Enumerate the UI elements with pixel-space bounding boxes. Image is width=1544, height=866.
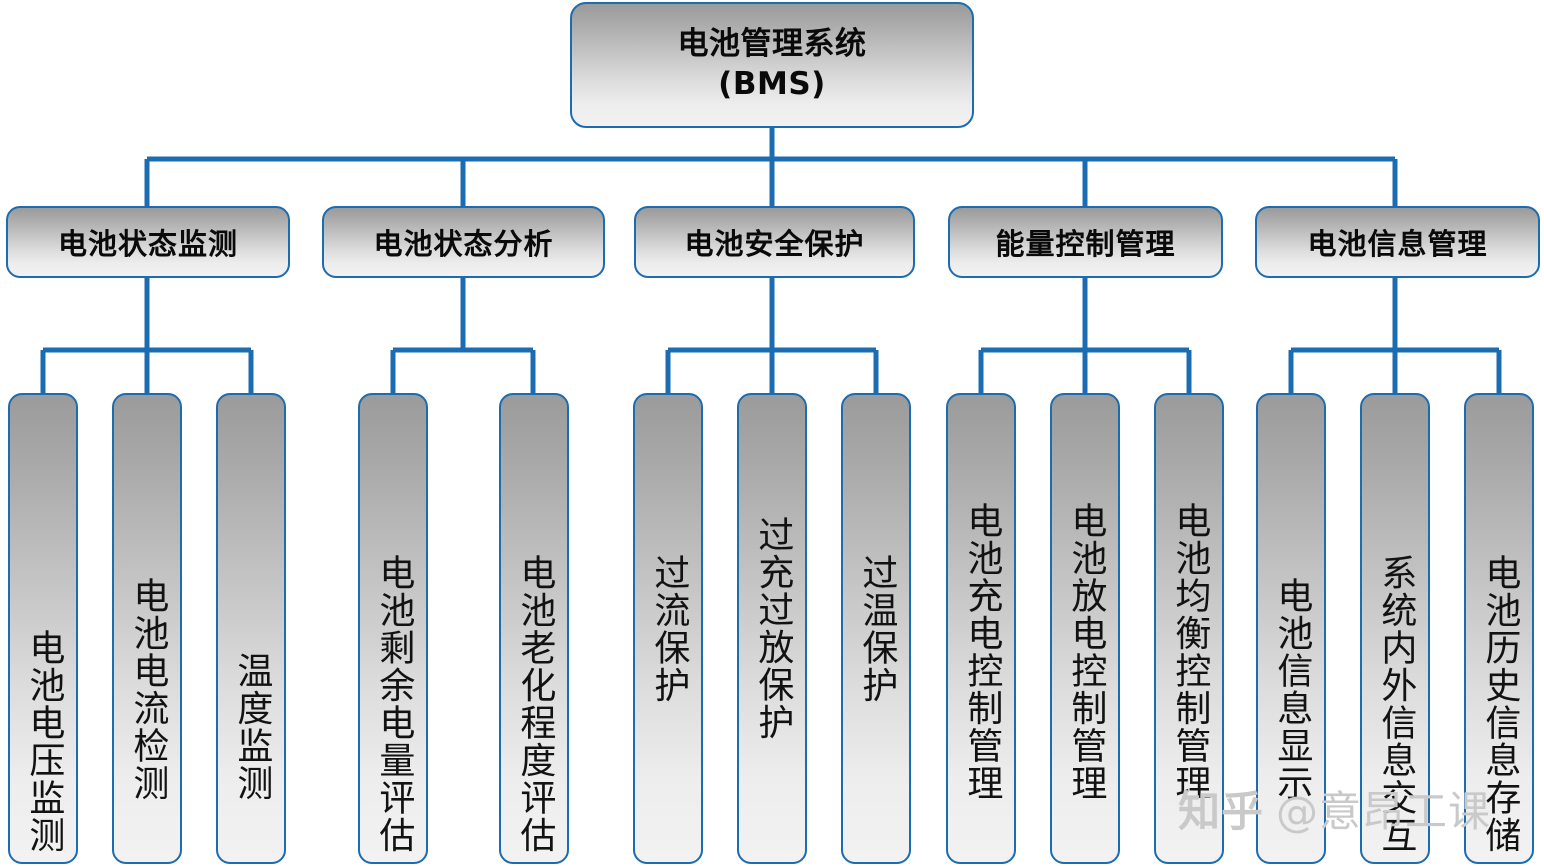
node-root-label-line1: 电池管理系统	[677, 26, 867, 63]
node-leaf-temperature-monitoring[interactable]: 温度监测	[216, 393, 286, 864]
node-leaf-history-info-storage[interactable]: 电池历史信息存储	[1464, 393, 1534, 864]
node-leaf-5-3-label: 电池历史信息存储	[1479, 554, 1521, 854]
node-root-bms[interactable]: 电池管理系统 (BMS)	[570, 2, 974, 128]
watermark: 知乎 @意昂工课	[1178, 778, 1491, 839]
node-branch-4-label: 能量控制管理	[995, 227, 1176, 261]
node-leaf-battery-current-detection[interactable]: 电池电流检测	[112, 393, 182, 864]
node-leaf-internal-external-info-exchange[interactable]: 系统内外信息交互	[1360, 393, 1430, 864]
node-leaf-overcurrent-protection[interactable]: 过流保护	[633, 393, 703, 864]
node-leaf-1-1-label: 电池电压监测	[23, 629, 65, 854]
node-leaf-aging-degree-estimation[interactable]: 电池老化程度评估	[499, 393, 569, 864]
node-leaf-overcharge-overdischarge-protection[interactable]: 过充过放保护	[737, 393, 807, 864]
node-leaf-1-2-label: 电池电流检测	[127, 577, 169, 802]
node-leaf-4-2-label: 电池放电控制管理	[1065, 502, 1107, 802]
node-branch-5-label: 电池信息管理	[1307, 227, 1488, 261]
node-leaf-1-3-label: 温度监测	[231, 652, 273, 802]
node-leaf-2-2-label: 电池老化程度评估	[514, 554, 556, 854]
node-branch-energy-control-management[interactable]: 能量控制管理	[948, 206, 1223, 278]
node-branch-battery-state-analysis[interactable]: 电池状态分析	[322, 206, 605, 278]
node-root-label-line2: (BMS)	[718, 66, 826, 102]
node-branch-battery-state-monitoring[interactable]: 电池状态监测	[6, 206, 290, 278]
node-leaf-4-1-label: 电池充电控制管理	[961, 502, 1003, 802]
node-leaf-5-2-label: 系统内外信息交互	[1375, 554, 1417, 854]
node-leaf-remaining-capacity-estimation[interactable]: 电池剩余电量评估	[358, 393, 428, 864]
node-branch-2-label: 电池状态分析	[373, 227, 554, 261]
node-leaf-2-1-label: 电池剩余电量评估	[373, 554, 415, 854]
node-leaf-3-1-label: 过流保护	[648, 553, 690, 704]
node-branch-1-label: 电池状态监测	[57, 227, 238, 261]
node-branch-battery-safety-protection[interactable]: 电池安全保护	[634, 206, 915, 278]
node-leaf-5-1-label: 电池信息显示	[1271, 577, 1313, 802]
node-leaf-balancing-control-management[interactable]: 电池均衡控制管理	[1154, 393, 1224, 864]
node-leaf-overtemperature-protection[interactable]: 过温保护	[841, 393, 911, 864]
node-leaf-battery-voltage-monitoring[interactable]: 电池电压监测	[8, 393, 78, 864]
node-leaf-3-3-label: 过温保护	[856, 553, 898, 704]
node-leaf-charge-control-management[interactable]: 电池充电控制管理	[946, 393, 1016, 864]
node-branch-battery-info-management[interactable]: 电池信息管理	[1255, 206, 1540, 278]
node-leaf-battery-info-display[interactable]: 电池信息显示	[1256, 393, 1326, 864]
node-leaf-3-2-label: 过充过放保护	[752, 516, 794, 741]
node-leaf-4-3-label: 电池均衡控制管理	[1169, 502, 1211, 802]
node-root-label: 电池管理系统 (BMS)	[678, 25, 867, 104]
node-branch-3-label: 电池安全保护	[684, 227, 865, 261]
node-leaf-discharge-control-management[interactable]: 电池放电控制管理	[1050, 393, 1120, 864]
